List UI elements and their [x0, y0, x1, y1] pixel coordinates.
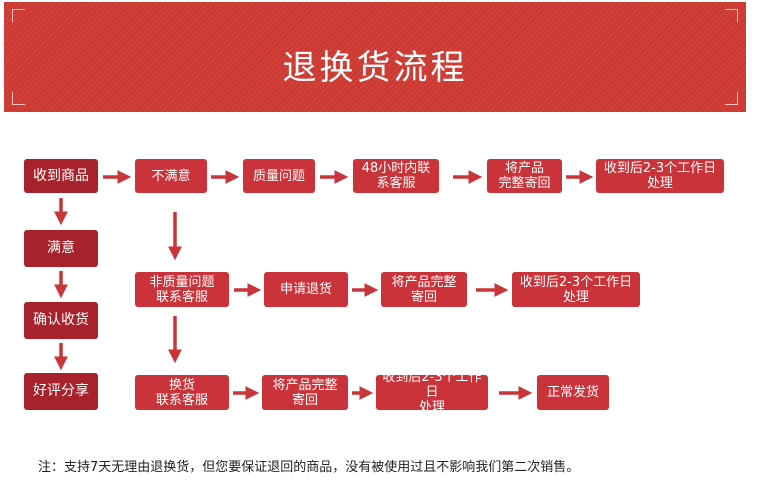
step-share-review: 好评分享: [24, 373, 98, 410]
footnote: 注：支持7天无理由退换货，但您要保证退回的商品，没有被使用过且不影响我们第二次销…: [38, 460, 580, 475]
step-process-2-3-days: 收到后2-3个工作日 处理: [596, 159, 724, 193]
step-dissatisfied: 不满意: [135, 159, 207, 193]
step-contact-service-48h: 48小时内联 系客服: [353, 159, 439, 193]
header-banner: 退换货流程: [4, 2, 746, 112]
banner-corner-decoration: [12, 92, 25, 105]
step-process-2-3-days: 收到后2-3个工作日 处理: [376, 370, 488, 415]
step-receive-goods: 收到商品: [24, 159, 98, 193]
banner-corner-decoration: [725, 92, 738, 105]
step-satisfied: 满意: [24, 230, 98, 267]
step-exchange-contact: 换货 联系客服: [135, 375, 229, 410]
step-non-quality-contact: 非质量问题 联系客服: [135, 272, 229, 307]
step-apply-return: 申请退货: [264, 272, 348, 307]
step-process-2-3-days: 收到后2-3个工作日 处理: [512, 272, 640, 307]
banner-corner-decoration: [725, 9, 738, 22]
step-return-product: 将产品完整 寄回: [262, 375, 348, 410]
step-normal-shipping: 正常发货: [537, 375, 609, 410]
banner-corner-decoration: [12, 9, 25, 22]
step-quality-issue: 质量问题: [243, 159, 315, 193]
step-confirm-receipt: 确认收货: [24, 302, 98, 339]
page-title: 退换货流程: [282, 48, 468, 88]
step-return-product: 将产品完整 寄回: [381, 272, 467, 307]
step-return-product: 将产品 完整寄回: [487, 159, 562, 193]
